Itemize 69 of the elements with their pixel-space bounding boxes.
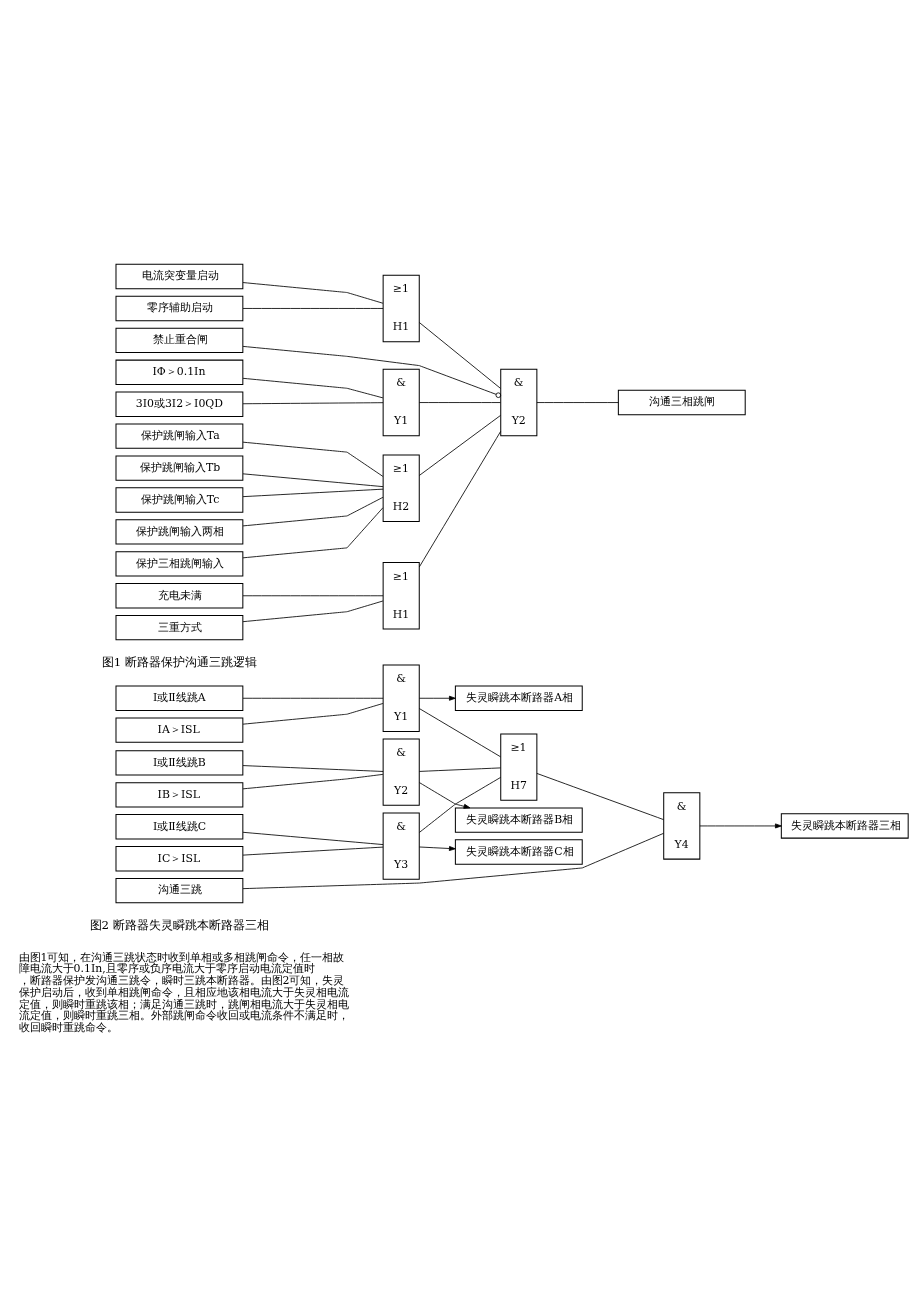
node-box: 失灵瞬跳本断路器三相 bbox=[780, 812, 909, 839]
arrow bbox=[699, 822, 782, 828]
node-box: & Y1 bbox=[382, 368, 420, 436]
connector bbox=[242, 307, 384, 309]
node-box: Ⅰ或Ⅱ线跳C bbox=[115, 813, 244, 839]
connector bbox=[418, 430, 502, 567]
connector bbox=[242, 488, 384, 497]
connector bbox=[418, 321, 501, 389]
node-box: ≥1 H7 bbox=[500, 732, 538, 801]
connector bbox=[536, 401, 619, 403]
node-box: ≥1 H1 bbox=[382, 274, 420, 342]
node-box: & Y2 bbox=[500, 368, 538, 436]
connector bbox=[242, 600, 384, 622]
node-box: 保护跳闸输入Tc bbox=[115, 486, 244, 513]
node-box: ≥1 H1 bbox=[382, 561, 420, 629]
node-box: ≥1 H2 bbox=[382, 454, 420, 522]
connector bbox=[242, 846, 384, 856]
connector bbox=[242, 764, 384, 772]
arrow bbox=[418, 845, 456, 851]
node-box: IA＞ISL bbox=[115, 717, 244, 743]
label: 图1 断路器保护沟通三跳逻辑 bbox=[101, 654, 257, 669]
node-box: Ⅰ或Ⅱ线跳B bbox=[115, 749, 244, 776]
connector bbox=[418, 766, 501, 772]
connector bbox=[242, 506, 384, 558]
connector bbox=[242, 697, 384, 699]
connector bbox=[242, 496, 384, 526]
label: 图2 断路器失灵瞬跳本断路器三相 bbox=[89, 917, 269, 932]
connector bbox=[242, 377, 384, 398]
connector bbox=[242, 773, 384, 789]
connector bbox=[242, 281, 384, 304]
connector bbox=[419, 776, 501, 833]
node-box: 失灵瞬跳本断路器A相 bbox=[454, 685, 583, 711]
connector bbox=[242, 832, 664, 889]
node-box: & Y4 bbox=[663, 791, 701, 860]
node-box: IΦ＞0.1In bbox=[115, 359, 244, 385]
connector bbox=[418, 707, 501, 757]
node-box: & Y3 bbox=[382, 811, 420, 880]
connector bbox=[242, 401, 384, 404]
node-box: IB＞ISL bbox=[115, 781, 244, 808]
arrow bbox=[418, 695, 456, 701]
node-box: 3I0或3I2＞I0QD bbox=[115, 391, 244, 417]
connector bbox=[242, 702, 384, 725]
connector bbox=[242, 345, 502, 398]
connector bbox=[536, 772, 664, 820]
node-box: 三重方式 bbox=[115, 614, 244, 640]
node-box: 保护跳闸输入Ta bbox=[115, 422, 244, 449]
node-box: IC＞ISL bbox=[115, 845, 244, 871]
node-box: 沟通三相跳闸 bbox=[617, 389, 746, 415]
node-box: & Y2 bbox=[382, 738, 420, 806]
label: 由图1可知，在沟通三跳状态时收到单相或多相跳闸命令，任一相故障电流大于0.1In,且零序或负序电流大于零序启动电流定值时，断路器保护发沟通三跳令，瞬时三跳本断路器。由图2可知，失灵保护启动后，收到单相跳闸命令，且相应地该相电流大于失灵相电流定值，则瞬时重跳该相；满足沟通三跳时，跳闸相电流大于失灵相电流定值，则瞬时重跳三相。外部跳闸命令收回或电流条件不满足时，收回瞬时重跳命令。 bbox=[18, 950, 349, 1034]
node-box: 保护三相跳闸输入 bbox=[115, 550, 244, 577]
connector bbox=[242, 594, 384, 596]
connector bbox=[242, 472, 384, 487]
arrow bbox=[419, 781, 471, 809]
node-box: 沟通三跳 bbox=[115, 877, 244, 903]
node-box: 零序辅助启动 bbox=[115, 295, 244, 321]
connector bbox=[418, 414, 501, 476]
node-box: Ⅰ或Ⅱ线跳A bbox=[115, 685, 244, 711]
connector bbox=[242, 441, 384, 477]
node-box: & Y1 bbox=[382, 664, 420, 732]
node-box: 保护跳闸输入两相 bbox=[115, 518, 244, 545]
node-box: 失灵瞬跳本断路器C相 bbox=[454, 838, 583, 865]
node-box: 禁止重合闸 bbox=[115, 327, 244, 353]
node-box: 失灵瞬跳本断路器B相 bbox=[454, 806, 583, 833]
connector bbox=[242, 831, 384, 845]
node-box: 保护跳闸输入Tb bbox=[115, 454, 244, 481]
node-box: 电流突变量启动 bbox=[115, 263, 244, 289]
connector bbox=[418, 401, 501, 403]
node-box: 充电未满 bbox=[115, 582, 244, 608]
